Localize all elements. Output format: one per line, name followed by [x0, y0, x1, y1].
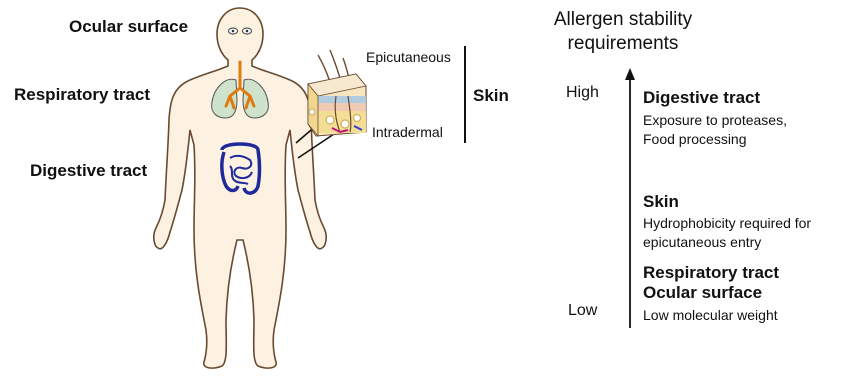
level-high: High: [566, 84, 599, 102]
item-ocular-title: Ocular surface: [643, 283, 779, 303]
item-respiratory-desc: Low molecular weight: [643, 306, 779, 325]
label-respiratory-tract: Respiratory tract: [14, 85, 150, 105]
label-intradermal: Intradermal: [372, 124, 443, 140]
stability-title-line1: Allergen stability: [538, 8, 708, 32]
item-respiratory-ocular: Respiratory tract Ocular surface Low mol…: [643, 263, 779, 325]
item-digestive-desc-1: Exposure to proteases,: [643, 111, 787, 130]
item-digestive: Digestive tract Exposure to proteases, F…: [643, 88, 787, 149]
label-ocular-surface: Ocular surface: [69, 17, 188, 37]
item-respiratory-title: Respiratory tract: [643, 263, 779, 283]
skin-cross-section-icon: [308, 50, 366, 136]
human-body-figure: [154, 8, 326, 368]
stability-title-line2: requirements: [538, 32, 708, 56]
item-digestive-title: Digestive tract: [643, 88, 787, 108]
label-epicutaneous: Epicutaneous: [366, 49, 451, 65]
item-skin-desc-2: epicutaneous entry: [643, 233, 811, 252]
item-skin-title: Skin: [643, 192, 811, 212]
label-skin: Skin: [473, 86, 509, 106]
level-low: Low: [568, 302, 597, 320]
stability-title: Allergen stability requirements: [538, 8, 708, 56]
item-skin-desc-1: Hydrophobicity required for: [643, 214, 811, 233]
label-digestive-tract: Digestive tract: [30, 161, 147, 181]
item-digestive-desc-2: Food processing: [643, 130, 787, 149]
stability-arrow-icon: [625, 68, 635, 328]
item-skin: Skin Hydrophobicity required for epicuta…: [643, 192, 811, 252]
